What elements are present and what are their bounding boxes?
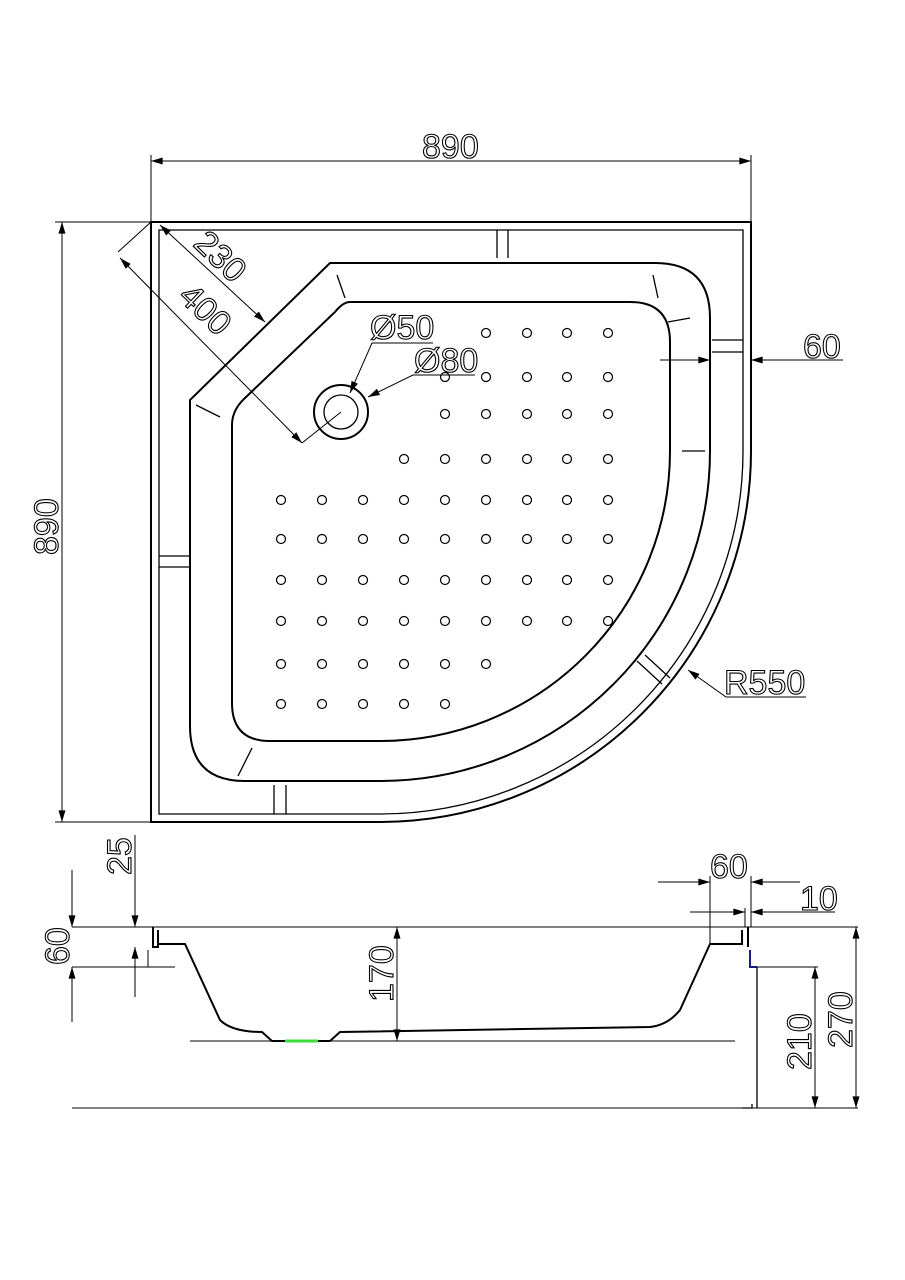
anti-slip-dot — [439, 533, 451, 545]
anti-slip-dot — [602, 574, 614, 586]
tray-outline — [150, 221, 752, 823]
anti-slip-dot — [398, 533, 410, 545]
anti-slip-dot — [357, 494, 369, 506]
anti-slip-dot — [316, 658, 328, 670]
anti-slip-dot — [398, 574, 410, 586]
anti-slip-dot — [439, 698, 451, 710]
anti-slip-dot — [561, 327, 573, 339]
anti-slip-dot — [561, 453, 573, 465]
depth-label: 890 — [28, 498, 66, 555]
drain-outer-label: Ø80 — [414, 342, 478, 380]
anti-slip-dot — [316, 494, 328, 506]
dimension-depth: 890 — [27, 221, 151, 823]
anti-slip-dot — [398, 615, 410, 627]
anti-slip-dot — [480, 453, 492, 465]
anti-slip-dot — [398, 453, 410, 465]
anti-slip-dot — [480, 615, 492, 627]
anti-slip-dot — [521, 533, 533, 545]
anti-slip-dot — [602, 494, 614, 506]
anti-slip-dot — [275, 658, 287, 670]
anti-slip-dot — [602, 453, 614, 465]
rim-width-label: 60 — [803, 328, 841, 366]
anti-slip-dot — [561, 574, 573, 586]
anti-slip-dot — [439, 494, 451, 506]
anti-slip-dot — [480, 574, 492, 586]
anti-slip-dot — [602, 327, 614, 339]
anti-slip-dot — [357, 574, 369, 586]
anti-slip-dot — [480, 658, 492, 670]
width-label: 890 — [422, 128, 479, 166]
anti-slip-dot — [398, 494, 410, 506]
anti-slip-dot — [398, 658, 410, 670]
anti-slip-dot — [602, 533, 614, 545]
anti-slip-dot — [480, 533, 492, 545]
anti-slip-dot — [439, 408, 451, 420]
anti-slip-dot — [561, 371, 573, 383]
dimension-rim: 60 — [660, 327, 843, 367]
anti-slip-dot — [439, 371, 451, 383]
drain — [313, 384, 369, 440]
anti-slip-dot — [439, 658, 451, 670]
anti-slip-dot — [439, 574, 451, 586]
anti-slip-dot — [275, 615, 287, 627]
lip-label: 25 — [101, 837, 139, 875]
dimension-radius: R550 — [687, 663, 806, 703]
anti-slip-dot — [316, 615, 328, 627]
anti-slip-dot — [357, 698, 369, 710]
anti-slip-dot — [602, 615, 614, 627]
anti-slip-dot — [521, 574, 533, 586]
drain-inner-label: Ø50 — [370, 309, 434, 347]
total-height-label: 270 — [822, 991, 860, 1048]
anti-slip-dot — [316, 533, 328, 545]
anti-slip-dot — [521, 494, 533, 506]
anti-slip-dot — [398, 698, 410, 710]
anti-slip-dot — [561, 533, 573, 545]
anti-slip-dot — [357, 533, 369, 545]
edge-label: 10 — [800, 880, 838, 918]
anti-slip-dot — [561, 494, 573, 506]
anti-slip-dot — [480, 327, 492, 339]
anti-slip-dot — [521, 371, 533, 383]
anti-slip-dot — [275, 698, 287, 710]
anti-slip-dot — [439, 453, 451, 465]
anti-slip-dot — [561, 615, 573, 627]
drain-dimensions: Ø50 Ø80 — [349, 308, 479, 398]
anti-slip-dot — [521, 615, 533, 627]
skirt-label: 210 — [781, 1013, 819, 1070]
anti-slip-dot — [521, 327, 533, 339]
section-depth-label: 170 — [363, 945, 401, 1002]
anti-slip-dot — [275, 574, 287, 586]
dimension-width: 890 — [150, 127, 752, 222]
support-marks — [159, 230, 743, 814]
anti-slip-dot — [521, 408, 533, 420]
radius-label: R550 — [724, 664, 805, 702]
anti-slip-dot — [357, 615, 369, 627]
anti-slip-dots — [275, 327, 614, 710]
anti-slip-dot — [316, 574, 328, 586]
anti-slip-dot — [480, 408, 492, 420]
anti-slip-dot — [439, 615, 451, 627]
anti-slip-dot — [275, 494, 287, 506]
section-dimensions: 60 25 170 60 10 210 270 — [38, 835, 861, 1109]
anti-slip-dot — [521, 453, 533, 465]
anti-slip-dot — [480, 494, 492, 506]
anti-slip-dot — [561, 408, 573, 420]
anti-slip-dot — [602, 408, 614, 420]
anti-slip-dot — [480, 371, 492, 383]
rim-height-label: 60 — [39, 927, 77, 965]
top-rim-label: 60 — [710, 848, 748, 886]
anti-slip-dot — [602, 371, 614, 383]
anti-slip-dot — [357, 658, 369, 670]
anti-slip-dot — [275, 533, 287, 545]
anti-slip-dot — [316, 698, 328, 710]
section-profile — [72, 926, 858, 1109]
